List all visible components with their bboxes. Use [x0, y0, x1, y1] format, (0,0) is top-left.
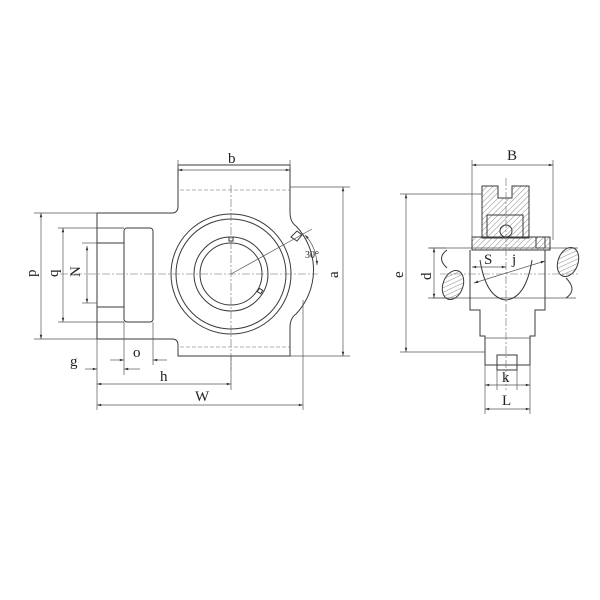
label-p: p — [24, 270, 40, 278]
label-j: j — [511, 252, 516, 268]
boss-inner — [96, 242, 125, 308]
inner-ring-section — [471, 236, 551, 251]
label-S: S — [484, 252, 492, 268]
slot — [496, 354, 518, 371]
housing-section-top — [481, 185, 530, 239]
label-a: a — [326, 271, 342, 278]
label-d: d — [419, 272, 435, 280]
set-screw-side — [256, 287, 264, 295]
shaft-end-left — [441, 249, 448, 269]
shaft-break-left — [441, 269, 465, 301]
label-q: q — [46, 269, 62, 277]
shaft-break-right — [556, 246, 580, 278]
housing-lower-outline — [469, 250, 546, 366]
boss-outer — [123, 227, 154, 323]
angle-ray — [230, 228, 313, 275]
angle-label: 30° — [305, 250, 319, 261]
label-e: e — [391, 271, 407, 278]
label-N: N — [68, 266, 84, 277]
label-k: k — [502, 370, 510, 386]
dim-j — [473, 260, 546, 284]
shaft-end-right — [565, 277, 573, 299]
label-o: o — [133, 345, 141, 361]
angle-arc — [304, 234, 319, 266]
label-g: g — [70, 354, 78, 370]
label-b: b — [228, 151, 236, 167]
front-view: 30° b a p q N g — [24, 151, 350, 410]
side-view: B e d S j k L — [391, 148, 580, 414]
label-L: L — [502, 393, 511, 409]
label-B: B — [507, 148, 517, 164]
grease-nipple-icon — [290, 230, 303, 242]
label-W: W — [195, 389, 210, 405]
label-h: h — [160, 369, 168, 385]
housing-outline — [96, 164, 314, 357]
